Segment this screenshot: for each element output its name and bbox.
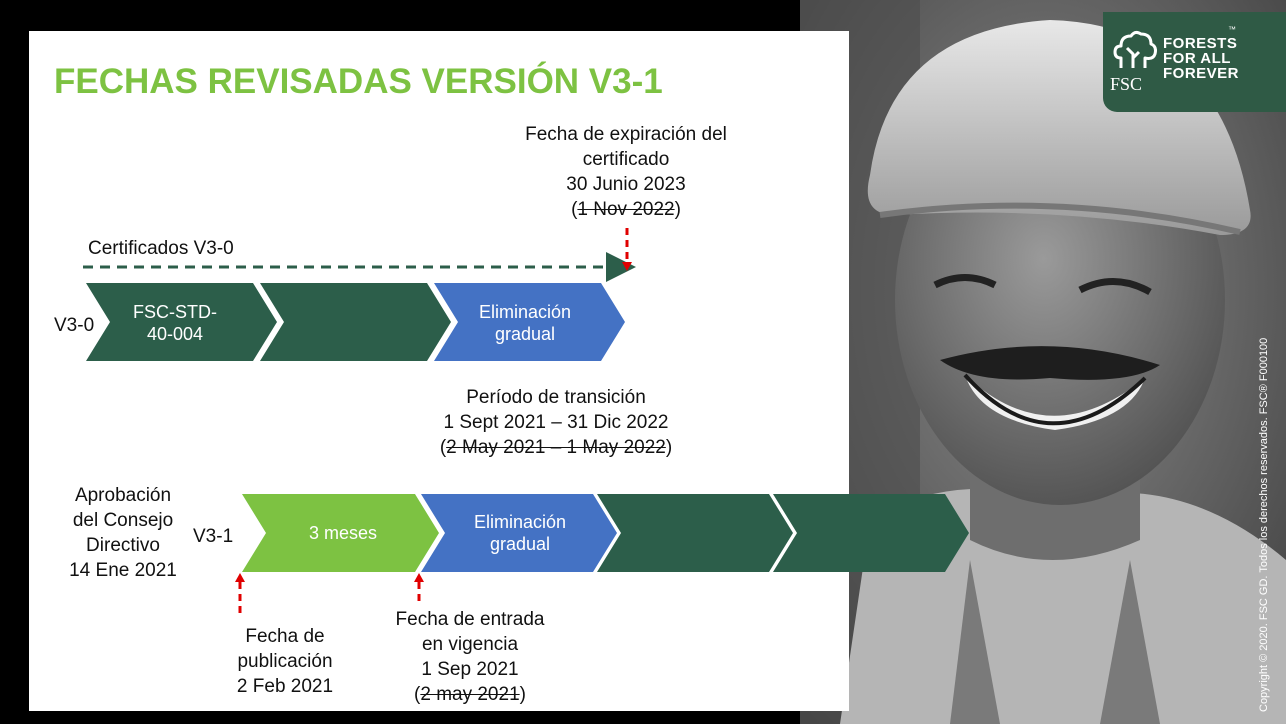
v30-chevron-3-line-2: gradual xyxy=(494,324,556,344)
publication-line-2: publicación xyxy=(237,651,333,672)
fsc-slogan-line-2: FOR ALL xyxy=(1163,50,1231,67)
v31-chevron-1 xyxy=(242,494,439,572)
transition-line-1: Período de transición xyxy=(466,387,646,408)
trademark-symbol: ™ xyxy=(1228,25,1236,34)
content-panel xyxy=(29,31,849,711)
transition-old-dates: (2 May 2021 – 1 May 2022) xyxy=(439,437,673,458)
publication-date: 2 Feb 2021 xyxy=(236,676,334,697)
v31-chevron-2-label: Eliminación gradual xyxy=(455,511,585,555)
approval-date: 14 Ene 2021 xyxy=(69,560,177,581)
transition-dates: 1 Sept 2021 – 31 Dic 2022 xyxy=(443,412,669,433)
entry-line-1: Fecha de entrada xyxy=(395,609,545,630)
red-dashed-down-arrow-icon xyxy=(622,228,632,271)
entry-into-force-label: Fecha de entrada en vigencia 1 Sep 2021 … xyxy=(380,607,560,707)
expiry-line-2: certificado xyxy=(582,149,670,170)
publication-label: Fecha de publicación 2 Feb 2021 xyxy=(210,624,360,699)
fsc-wordmark: FSC xyxy=(1110,74,1143,94)
approval-line-2: del Consejo xyxy=(72,510,174,531)
v31-chevron-2-line-1: Eliminación xyxy=(473,512,567,532)
v30-chevron-2 xyxy=(260,283,451,361)
page-title: FECHAS REVISADAS VERSIÓN V3-1 xyxy=(54,62,663,101)
transition-old-dates-strike: 2 May 2021 – 1 May 2022 xyxy=(446,437,666,458)
red-dashed-up-arrow-icon xyxy=(235,573,245,618)
transition-period-label: Período de transición 1 Sept 2021 – 31 D… xyxy=(406,385,706,460)
red-dashed-up-arrow-icon xyxy=(414,573,424,602)
expiry-date: 30 Junio 2023 xyxy=(566,174,686,195)
v30-chevron-3 xyxy=(434,283,625,361)
expiry-label: Fecha de expiración del certificado 30 J… xyxy=(496,122,756,222)
fsc-slogan: FORESTS FOR ALL FOREVER xyxy=(1163,36,1239,81)
entry-old-date: (2 may 2021) xyxy=(414,684,526,705)
approval-label: Aprobación del Consejo Directivo 14 Ene … xyxy=(48,483,198,583)
approval-line-1: Aprobación xyxy=(74,485,172,506)
fsc-slogan-line-3: FOREVER xyxy=(1163,65,1240,82)
fsc-tree-logo-icon xyxy=(1113,30,1157,68)
v30-row-label: V3-0 xyxy=(54,315,95,336)
v30-chevron-1-line-2: 40-004 xyxy=(146,324,204,344)
v31-chevron-1-label: 3 meses xyxy=(308,523,378,543)
v30-chevron-1 xyxy=(86,283,277,361)
entry-date: 1 Sep 2021 xyxy=(421,659,519,680)
v30-chevron-3-label: Eliminación gradual xyxy=(460,301,590,345)
v31-chevron-2 xyxy=(421,494,617,572)
copyright-notice: Copyright © 2020. FSC GD. Todos los dere… xyxy=(1258,337,1270,712)
v31-chevron-2-line-2: gradual xyxy=(489,534,551,554)
v31-chevron-4 xyxy=(773,494,969,572)
expiry-line-1: Fecha de expiración del xyxy=(525,124,727,145)
v30-chevron-3-line-1: Eliminación xyxy=(478,302,572,322)
v30-chevron-1-line-1: FSC-STD- xyxy=(133,302,217,322)
publication-line-1: Fecha de xyxy=(245,626,325,647)
v31-row-label: V3-1 xyxy=(193,526,234,547)
fsc-slogan-line-1: FORESTS xyxy=(1163,35,1238,52)
certificates-v30-label: Certificados V3-0 xyxy=(88,238,234,259)
approval-line-3: Directivo xyxy=(86,535,160,556)
entry-line-2: en vigencia xyxy=(421,634,519,655)
v30-chevron-1-label: FSC-STD- 40-004 xyxy=(110,301,240,345)
v31-chevron-3 xyxy=(597,494,793,572)
expiry-old-date: (1 Nov 2022) xyxy=(571,199,681,220)
expiry-old-date-strike: 1 Nov 2022 xyxy=(577,199,675,220)
entry-old-date-strike: 2 may 2021 xyxy=(420,684,520,705)
